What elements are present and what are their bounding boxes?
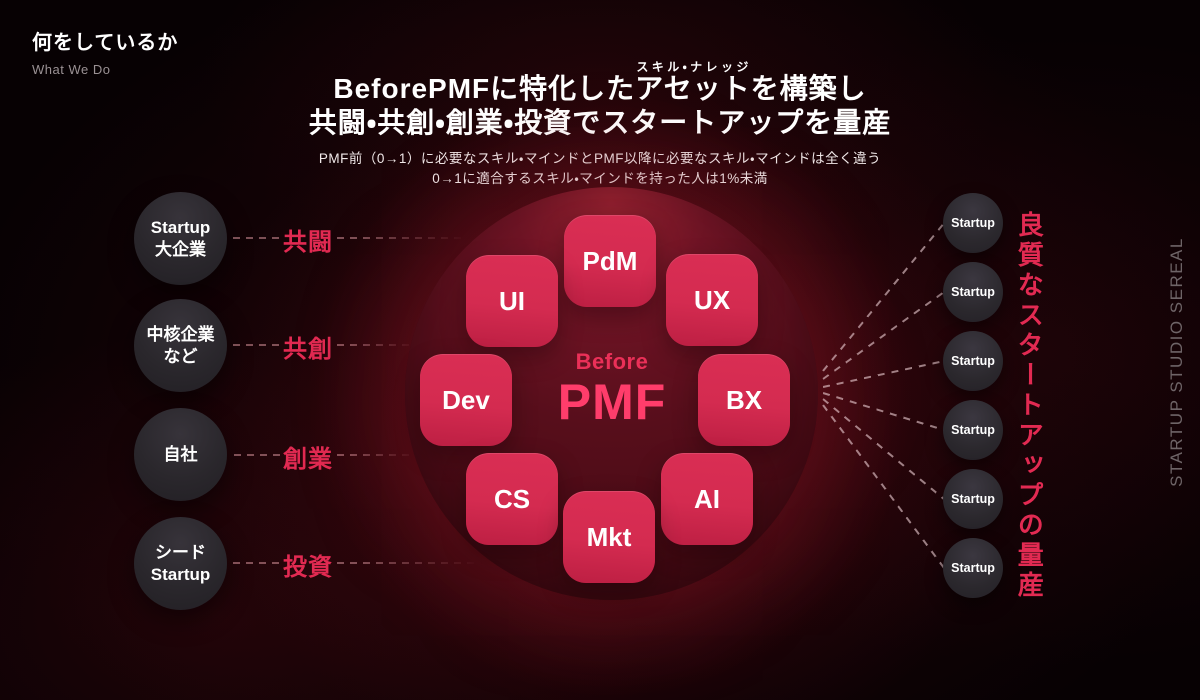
skill-tile-ui: UI (466, 255, 558, 347)
core-label: Before PMF (512, 349, 712, 427)
subtitle-line2: 0→1に適合するスキル・マインドを持った人は1%未満 (432, 171, 768, 186)
output-connector-dash (822, 222, 945, 372)
connector-dash (233, 562, 280, 564)
subtitle-line1: PMF前（0→1）に必要なスキル・マインドとPMF以降に必要なスキル・マインドは… (318, 151, 882, 166)
headline-furigana: スキル・ナレッジ (635, 60, 751, 74)
connector-dash (233, 237, 280, 239)
connector-dash (233, 344, 280, 346)
section-title-en: What We Do (32, 62, 111, 77)
output-circle-startup-3: Startup (943, 331, 1003, 391)
relation-label-kyoto: 共闘 (283, 229, 333, 256)
headline-block: BeforePMFに特化したアセットスキル・ナレッジを構築し 共闘・共創・創業・… (0, 60, 1200, 189)
relation-label-sogyo: 創業 (283, 446, 333, 473)
headline-line2: 共闘・共創・創業・投資でスタートアップを量産 (308, 107, 892, 138)
skill-tile-bx: BX (698, 354, 790, 446)
section-title-jp: 何をしているか (32, 32, 179, 54)
output-caption-vertical: 良質なスタートアップの量産 (1014, 211, 1045, 601)
skill-tile-ux: UX (666, 254, 758, 346)
core-label-before: Before (575, 349, 649, 374)
skill-tile-pdm: PdM (564, 215, 656, 307)
headline-line1: BeforePMFに特化したアセットスキル・ナレッジを構築し (0, 60, 1200, 106)
headline-ruby-base: アセット (635, 73, 751, 104)
skill-tile-cs: CS (466, 453, 558, 545)
skill-tile-ai: AI (661, 453, 753, 545)
connector-dash (337, 454, 419, 456)
source-circle-startup-large-corp: Startup 大企業 (134, 192, 227, 285)
connector-dash (337, 562, 482, 564)
headline-ruby: アセットスキル・ナレッジ (635, 60, 751, 104)
brand-watermark: STARTUP STUDIO SEREAL (1167, 237, 1186, 487)
connector-dash (337, 237, 469, 239)
output-circle-startup-1: Startup (943, 193, 1003, 253)
output-connector-dash (822, 291, 945, 380)
output-circle-startup-4: Startup (943, 400, 1003, 460)
output-circle-startup-6: Startup (943, 538, 1003, 598)
output-circle-startup-2: Startup (943, 262, 1003, 322)
skill-tile-dev: Dev (420, 354, 512, 446)
headline-line1-post: を構築し (750, 73, 867, 104)
source-circle-own-company: 自社 (134, 408, 227, 501)
headline-subtitle: PMF前（0→1）に必要なスキル・マインドとPMF以降に必要なスキル・マインドは… (0, 149, 1200, 189)
connector-dash (234, 454, 280, 456)
source-circle-seed-startup: シード Startup (134, 517, 227, 610)
connector-dash (337, 344, 419, 346)
relation-label-kyoso: 共創 (283, 336, 333, 363)
output-circle-startup-5: Startup (943, 469, 1003, 529)
relation-label-toshi: 投資 (283, 554, 333, 581)
headline-line1-pre: BeforePMFに特化した (333, 73, 636, 104)
core-label-pmf: PMF (557, 374, 667, 430)
output-connector-dash (822, 392, 945, 432)
section-header: 何をしているか What We Do (32, 26, 178, 77)
source-circle-core-companies: 中核企業 など (134, 299, 227, 392)
skill-tile-mkt: Mkt (563, 491, 655, 583)
